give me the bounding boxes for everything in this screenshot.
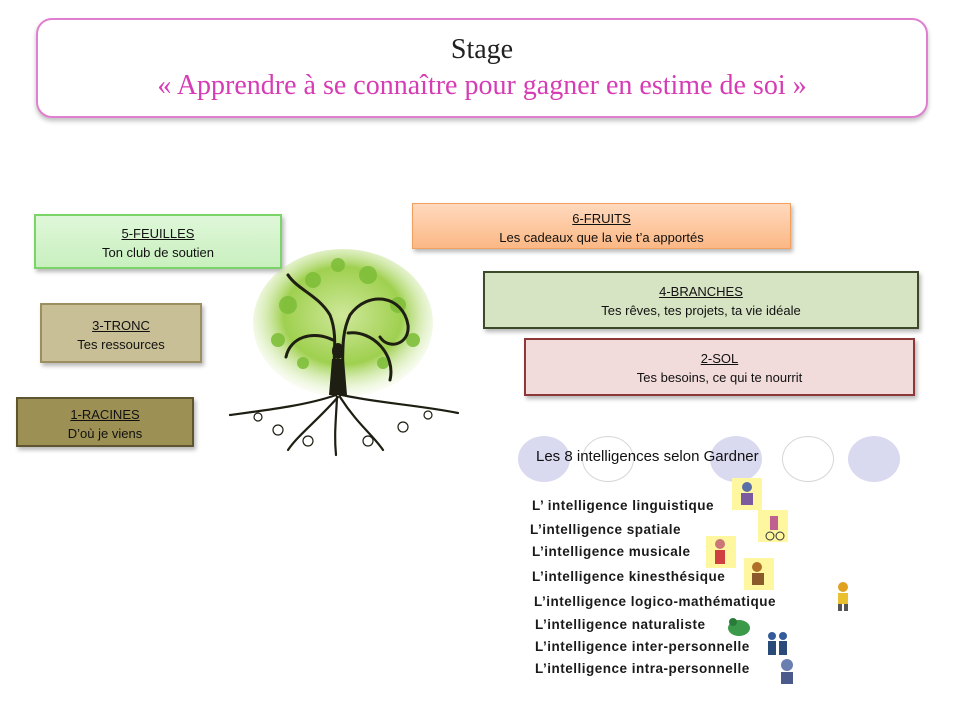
logical-figure-icon (838, 582, 848, 611)
intrapersonal-figure-icon (781, 659, 793, 684)
intelligence-item: L’intelligence intra-personnelle (535, 661, 750, 676)
bubble-decoration (848, 436, 900, 482)
card-feuilles-title: 5-FEUILLES (121, 226, 195, 241)
musical-figure-icon (706, 536, 736, 568)
card-feuilles: 5-FEUILLES Ton club de soutien (34, 214, 282, 269)
gardner-title: Les 8 intelligences selon Gardner (536, 448, 759, 465)
card-racines-text: D’où je viens (67, 426, 143, 441)
card-sol: 2-SOL Tes besoins, ce qui te nourrit (524, 338, 915, 396)
gardner-panel: Les 8 intelligences selon Gardner L’ int… (510, 432, 930, 697)
intelligence-item: L’intelligence kinesthésique (532, 569, 726, 584)
card-branches-title: 4-BRANCHES (659, 284, 743, 299)
card-fruits-text: Les cadeaux que la vie t’a apportés (499, 230, 704, 245)
kinesthetic-figure-icon (744, 558, 774, 590)
title-subtitle: « Apprendre à se connaître pour gagner e… (157, 70, 807, 101)
bubble-decoration (782, 436, 834, 482)
intelligence-item: L’intelligence logico-mathématique (534, 594, 777, 609)
bubble-decoration (582, 436, 634, 482)
intelligence-item: L’intelligence naturaliste (535, 617, 706, 632)
naturalist-figure-icon (728, 618, 750, 636)
intelligence-item: L’ intelligence linguistique (532, 498, 715, 513)
card-sol-title: 2-SOL (700, 351, 739, 366)
intelligence-item: L’intelligence inter-personnelle (535, 639, 750, 654)
tree-woman-illustration (228, 249, 460, 457)
card-tronc: 3-TRONC Tes ressources (40, 303, 202, 363)
intelligence-item: L’intelligence musicale (532, 544, 691, 559)
card-branches-text: Tes rêves, tes projets, ta vie idéale (601, 303, 801, 318)
card-fruits: 6-FRUITS Les cadeaux que la vie t’a appo… (412, 203, 791, 249)
bubble-decoration (518, 436, 570, 482)
card-racines-title: 1-RACINES (70, 407, 140, 422)
card-feuilles-text: Ton club de soutien (101, 245, 215, 260)
bubble-decoration (710, 436, 762, 482)
linguistic-figure-icon (732, 478, 762, 510)
card-sol-text: Tes besoins, ce qui te nourrit (636, 370, 803, 385)
card-tronc-text: Tes ressources (77, 337, 165, 352)
card-branches: 4-BRANCHES Tes rêves, tes projets, ta vi… (483, 271, 919, 329)
card-racines: 1-RACINES D’où je viens (16, 397, 194, 447)
spatial-figure-icon (758, 510, 788, 542)
interpersonal-figure-icon (768, 632, 787, 655)
intelligence-item: L’intelligence spatiale (530, 522, 682, 537)
title-stage: Stage (450, 34, 514, 65)
title-banner: Stage « Apprendre à se connaître pour ga… (36, 18, 928, 118)
card-fruits-title: 6-FRUITS (572, 211, 631, 226)
card-tronc-title: 3-TRONC (92, 318, 150, 333)
